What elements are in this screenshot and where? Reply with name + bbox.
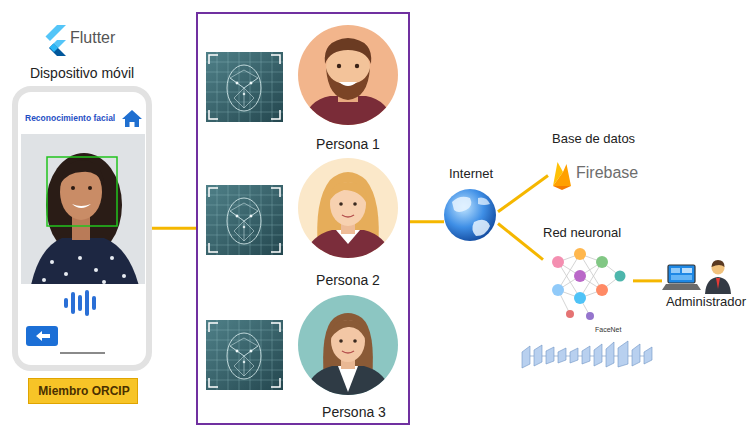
connector: [410, 220, 444, 223]
node-title: Miembro ORCIP: [38, 385, 129, 399]
person-row: Persona 3: [200, 292, 406, 422]
connector: [498, 176, 548, 212]
node-title: Persona 3: [322, 404, 386, 420]
internet-node: Internet: [444, 165, 498, 243]
role-badge: Miembro ORCIP: [28, 378, 138, 404]
node-title: Dispositivo móvil: [30, 65, 134, 81]
administrator-node: Administrador: [662, 262, 750, 312]
person-row: Persona 2: [200, 155, 406, 285]
node-title: Persona 1: [316, 136, 380, 152]
node-title: Red neuronal: [543, 226, 621, 241]
neural-network-node: Red neuronalFaceNet: [543, 226, 633, 338]
node-subtitle: FaceNet: [595, 326, 621, 334]
connector: [498, 224, 543, 260]
framework-name: Flutter: [70, 29, 115, 47]
node-title: Persona 2: [316, 272, 380, 288]
person-row: Persona 1: [200, 22, 406, 152]
node-subtitle: Firebase: [576, 164, 638, 182]
database-node: Base de datosFirebase: [548, 132, 648, 190]
persons-panel: Persona 1 Persona 2 Persona 3: [196, 12, 410, 425]
node-title: Internet: [449, 167, 493, 182]
mobile-device: Dispositivo móvilReconocimiento facial: [12, 62, 152, 370]
connector: [152, 227, 196, 230]
connector: [633, 279, 662, 282]
node-title: Administrador: [666, 295, 746, 310]
node-title: Base de datos: [552, 132, 635, 147]
node-subtitle: Reconocimiento facial: [25, 114, 115, 124]
